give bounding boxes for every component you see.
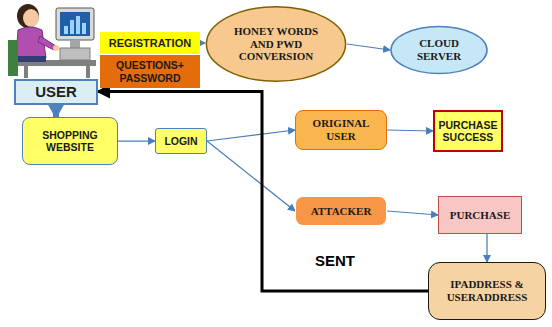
computer-base xyxy=(60,48,90,60)
text-wrap: PURCHASE SUCCESS xyxy=(439,119,498,143)
connector-arrow xyxy=(207,130,295,141)
text-wrap: SHOPPING WEBSITE xyxy=(28,129,112,153)
node-label: CLOUD SERVER xyxy=(406,37,472,62)
node-label: SHOPPING WEBSITE xyxy=(28,129,112,153)
node-label: USER xyxy=(35,83,77,100)
node-label: IPADDRESS & USERADDRESS xyxy=(434,278,540,303)
website-box: SHOPPING WEBSITE xyxy=(22,117,118,165)
monitor-stand xyxy=(70,40,80,48)
result-box: IPADDRESS & USERADDRESS xyxy=(428,262,546,320)
text-wrap: QUESTIONS+ PASSWORD xyxy=(106,59,194,83)
connector-arrow xyxy=(486,234,487,262)
text-wrap: USER xyxy=(35,83,77,100)
connector-arrow xyxy=(200,42,205,43)
text-wrap: LOGIN xyxy=(164,135,197,147)
screen-bar xyxy=(64,26,68,34)
server-ellipse: CLOUD SERVER xyxy=(390,26,488,74)
text-wrap: HONEY WORDS AND PWD CONVERSION xyxy=(228,25,324,63)
node-label: HONEY WORDS AND PWD CONVERSION xyxy=(228,25,324,63)
screen-bar xyxy=(70,20,74,34)
text-wrap: PURCHASE xyxy=(450,209,511,222)
face xyxy=(23,9,39,27)
hair xyxy=(17,4,39,28)
connector-arrow xyxy=(53,105,59,118)
node-label: PURCHASE xyxy=(450,209,511,222)
text-wrap: IPADDRESS & USERADDRESS xyxy=(434,278,540,303)
desk-leg xyxy=(86,66,90,78)
screen xyxy=(60,12,90,36)
desk-leg xyxy=(24,66,28,78)
process-box: ORIGINAL USER xyxy=(295,110,387,150)
node-label: PURCHASE SUCCESS xyxy=(439,119,498,143)
questions-box: QUESTIONS+ PASSWORD xyxy=(100,55,200,88)
connector-arrow xyxy=(387,211,438,215)
node-label: LOGIN xyxy=(164,135,197,147)
node-label: ATTACKER xyxy=(311,205,372,218)
result-box: PURCHASE SUCCESS xyxy=(433,110,503,152)
node-label: QUESTIONS+ PASSWORD xyxy=(106,59,194,83)
connector-arrow xyxy=(98,92,428,292)
text-wrap: ATTACKER xyxy=(311,205,372,218)
process-box: ATTACKER xyxy=(295,196,387,226)
process-box: PURCHASE xyxy=(438,196,522,234)
user-box: USER xyxy=(14,79,98,105)
edge-label: SENT xyxy=(313,252,357,269)
registration-box: REGISTRATION xyxy=(100,32,200,54)
monitor xyxy=(56,8,94,40)
text-wrap: CLOUD SERVER xyxy=(406,37,472,62)
connector-arrow xyxy=(347,44,390,50)
connector-arrow xyxy=(118,140,155,141)
screen-bar xyxy=(82,23,86,34)
connector-arrow xyxy=(387,130,433,131)
connector-arrow xyxy=(207,141,295,211)
process-ellipse: HONEY WORDS AND PWD CONVERSION xyxy=(205,6,347,82)
text-wrap: ORIGINAL USER xyxy=(301,117,381,142)
chair xyxy=(8,40,18,76)
ellipse-shape xyxy=(391,26,487,73)
hand xyxy=(53,45,59,51)
ellipse-shape xyxy=(206,7,345,81)
skirt xyxy=(16,56,46,62)
node-label: ORIGINAL USER xyxy=(301,117,381,142)
node-label: REGISTRATION xyxy=(109,37,191,50)
text-wrap: REGISTRATION xyxy=(109,37,191,50)
screen-bar xyxy=(76,16,80,34)
login-box: LOGIN xyxy=(155,128,207,154)
